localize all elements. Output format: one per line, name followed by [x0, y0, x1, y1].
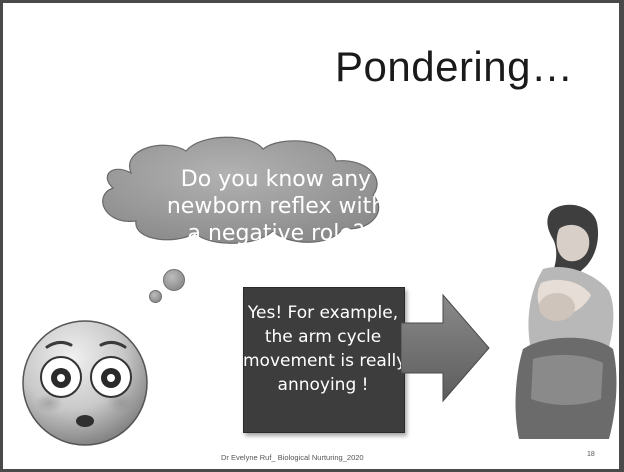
answer-line: movement is really	[243, 351, 407, 371]
answer-box	[243, 287, 405, 433]
slide-footer: Dr Evelyne Ruf_ Biological Nurturing_202…	[221, 453, 364, 462]
question-line: newborn reflex with	[166, 194, 386, 219]
thought-bubble-dot-small	[149, 290, 162, 303]
question-line: Do you know any	[180, 167, 372, 192]
cloud-question-text: Do you know any newborn reflex with a ne…	[121, 166, 431, 247]
slide: Pondering… Do you know any newborn refle…	[3, 3, 619, 469]
thought-cloud	[102, 136, 380, 244]
answer-text: Yes! For example, the arm cycle movement…	[243, 301, 407, 397]
page-number: 18	[587, 451, 595, 458]
question-line: a negative role?	[187, 221, 365, 246]
answer-line: annoying !	[277, 375, 369, 395]
surprised-face-icon	[22, 320, 148, 446]
answer-line: the arm cycle	[264, 327, 382, 347]
breastfeeding-mother-illustration	[515, 204, 617, 439]
thought-bubble-dot-large	[163, 269, 185, 291]
answer-line: Yes! For example,	[247, 303, 399, 323]
right-arrow-icon	[401, 293, 490, 403]
slide-title: Pondering…	[335, 43, 574, 90]
